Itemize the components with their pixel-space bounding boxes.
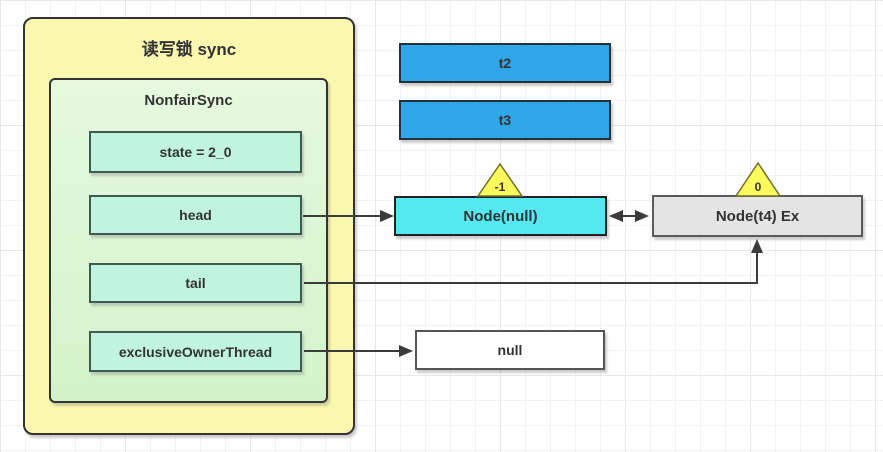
- queue-node-tail: Node(t4) Ex: [652, 195, 863, 237]
- waitstatus-badge-head-node: -1: [476, 162, 524, 197]
- connector-node-prev-next-double-arrow: [609, 210, 649, 222]
- connector-tail-to-node: [304, 239, 763, 284]
- thread-box-t2: t2: [399, 43, 611, 83]
- field-state: state = 2_0: [89, 131, 302, 173]
- rwlock-sync-title: 读写锁 sync: [141, 40, 237, 59]
- field-head: head: [89, 195, 302, 235]
- rwlock-sync-container: 读写锁 sync NonfairSync state = 2_0 head ta…: [23, 17, 355, 435]
- queue-node-head: Node(null): [394, 196, 607, 236]
- waitstatus-value-head: -1: [495, 180, 506, 194]
- waitstatus-value-tail: 0: [755, 180, 762, 194]
- field-tail: tail: [89, 263, 302, 303]
- null-value-box: null: [415, 330, 605, 370]
- nonfairsync-container: NonfairSync state = 2_0 head tail exclus…: [49, 78, 328, 403]
- waitstatus-badge-tail-node: 0: [734, 161, 782, 197]
- thread-box-t3: t3: [399, 100, 611, 140]
- nonfairsync-title: NonfairSync: [144, 92, 233, 109]
- field-exclusive-owner-thread: exclusiveOwnerThread: [89, 331, 302, 372]
